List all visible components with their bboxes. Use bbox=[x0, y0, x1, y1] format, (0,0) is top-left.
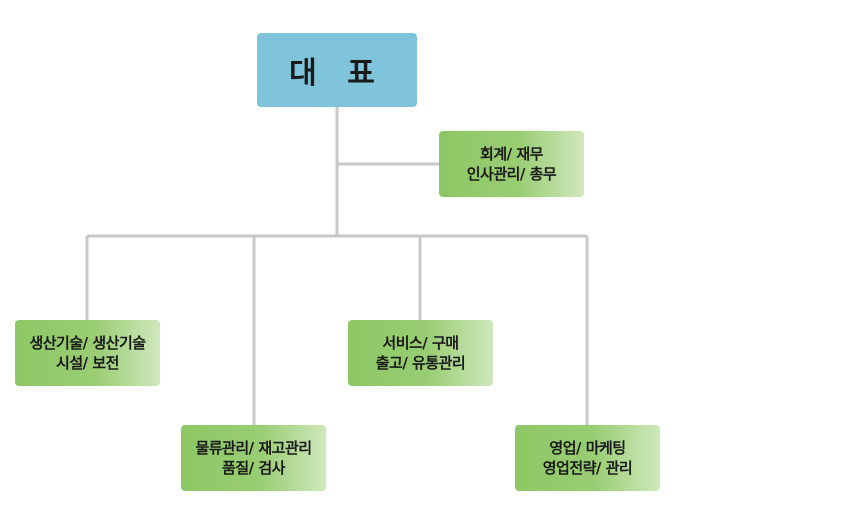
ceo-label: 대 표 bbox=[289, 56, 385, 91]
service-purchasing-box: 서비스/ 구매 출고/ 유통관리 bbox=[348, 320, 493, 386]
sales-marketing-line2: 영업전략/ 관리 bbox=[542, 459, 633, 477]
production-box: 생산기술/ 생산기술 시설/ 보전 bbox=[15, 320, 160, 386]
sales-marketing-line1: 영업/ 마케팅 bbox=[549, 439, 626, 457]
accounting-hr-line2: 인사관리/ 총무 bbox=[466, 165, 557, 183]
sales-marketing-box: 영업/ 마케팅 영업전략/ 관리 bbox=[515, 425, 660, 491]
service-purchasing-line2: 출고/ 유통관리 bbox=[375, 354, 466, 372]
logistics-box: 물류관리/ 재고관리 품질/ 검사 bbox=[181, 425, 326, 491]
ceo-box: 대 표 bbox=[257, 33, 417, 107]
accounting-hr-box: 회계/ 재무 인사관리/ 총무 bbox=[439, 131, 584, 197]
accounting-hr-line1: 회계/ 재무 bbox=[480, 145, 543, 163]
production-line1: 생산기술/ 생산기술 bbox=[29, 334, 146, 352]
production-line2: 시설/ 보전 bbox=[56, 354, 119, 372]
logistics-line2: 품질/ 검사 bbox=[222, 459, 285, 477]
service-purchasing-line1: 서비스/ 구매 bbox=[382, 334, 459, 352]
logistics-line1: 물류관리/ 재고관리 bbox=[195, 439, 312, 457]
